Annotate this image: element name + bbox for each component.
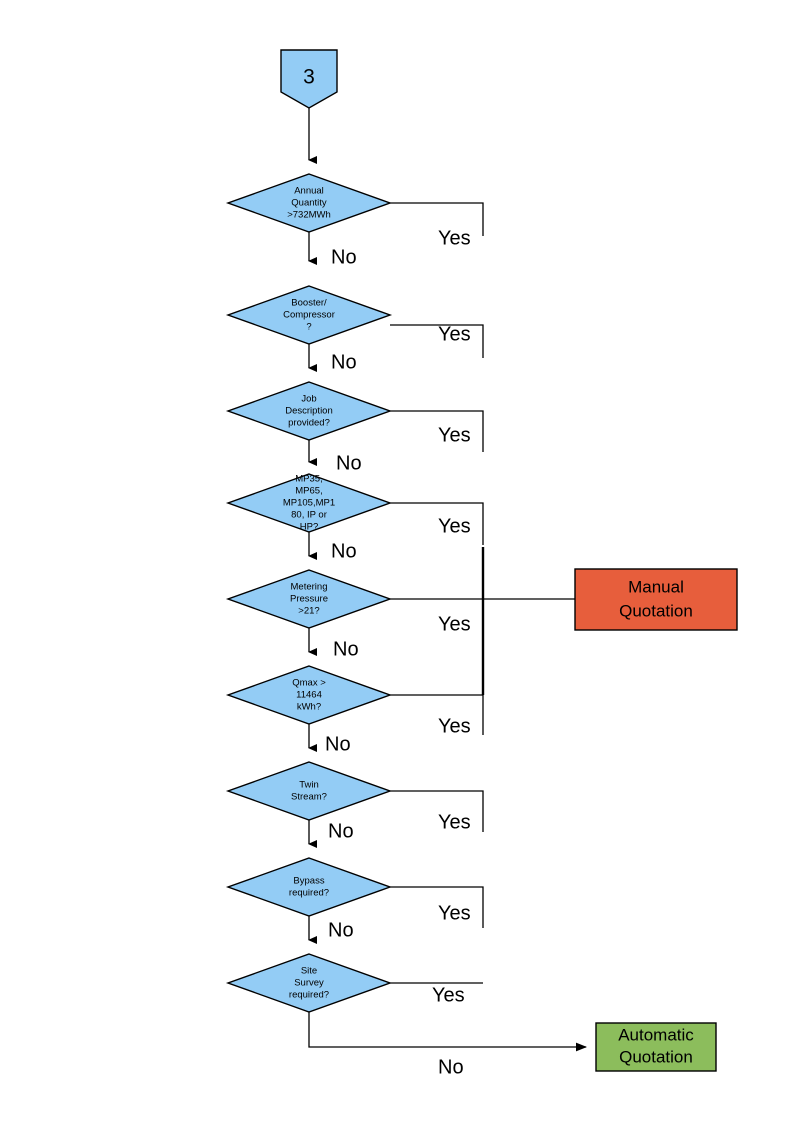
- terminal-manual-quotation-line-1: Quotation: [619, 601, 693, 620]
- decision-qmax-line-1: 11464: [296, 690, 322, 701]
- decision-qmax[interactable]: Qmax > 11464 kWh?: [225, 665, 393, 725]
- edge-label-twin-stream-no: No: [328, 820, 354, 842]
- edge-site-survey-no: [308, 1012, 587, 1052]
- decision-twin-stream[interactable]: Twin Stream?: [225, 761, 393, 821]
- edge-annual-quantity-yes: [390, 202, 484, 236]
- decision-qmax-line-0: Qmax >: [292, 678, 326, 689]
- edge-twin-stream-yes: [390, 790, 484, 832]
- decision-mp-type-line-1: MP65,: [295, 486, 322, 497]
- edge-label-bypass-yes: Yes: [438, 902, 471, 924]
- decision-booster-compressor-line-2: ?: [306, 322, 311, 333]
- edge-label-job-description-yes: Yes: [438, 424, 471, 446]
- decision-annual-quantity-line-0: Annual: [294, 186, 324, 197]
- edge-label-annual-quantity-no: No: [331, 246, 357, 268]
- decision-qmax-line-2: kWh?: [297, 702, 321, 713]
- terminal-manual-quotation-line-0: Manual: [628, 577, 684, 596]
- edge-label-booster-compressor-yes: Yes: [438, 323, 471, 345]
- edge-label-twin-stream-yes: Yes: [438, 811, 471, 833]
- decision-bypass[interactable]: Bypass required?: [225, 857, 393, 917]
- decision-site-survey-line-2: required?: [289, 990, 329, 1001]
- edge-label-mp-type-no: No: [331, 540, 357, 562]
- decision-job-description-line-0: Job: [301, 394, 316, 405]
- start-connector-label: 3: [303, 66, 315, 89]
- edge-bypass-yes: [390, 886, 484, 928]
- edge-label-booster-compressor-no: No: [331, 351, 357, 373]
- decision-booster-compressor-line-1: Compressor: [283, 310, 335, 321]
- decision-site-survey[interactable]: Site Survey required?: [225, 953, 393, 1013]
- edge-label-mp-type-yes: Yes: [438, 515, 471, 537]
- edge-mp-type-yes: [390, 502, 484, 545]
- decision-annual-quantity-line-1: Quantity: [291, 198, 327, 209]
- edge-label-metering-pressure-no: No: [333, 638, 359, 660]
- decision-mp-type-line-3: 80, IP or: [291, 510, 327, 521]
- decision-annual-quantity[interactable]: Annual Quantity >732MWh: [225, 173, 393, 233]
- terminal-automatic-quotation-line-1: Quotation: [619, 1047, 693, 1066]
- edge-label-bypass-no: No: [328, 919, 354, 941]
- edge-label-annual-quantity-yes: Yes: [438, 227, 471, 249]
- decision-mp-type-line-2: MP105,MP1: [283, 498, 335, 509]
- edge-job-description-yes: [390, 410, 484, 452]
- decision-bypass-line-0: Bypass: [293, 876, 324, 887]
- edge-label-job-description-no: No: [336, 452, 362, 474]
- decision-metering-pressure-line-1: Pressure: [290, 594, 328, 605]
- decision-mp-type-line-4: HP?: [300, 522, 318, 533]
- terminal-automatic-quotation[interactable]: Automatic Quotation: [595, 1022, 717, 1072]
- decision-annual-quantity-line-2: >732MWh: [287, 210, 331, 221]
- decision-booster-compressor[interactable]: Booster/ Compressor ?: [225, 285, 393, 345]
- edge-label-site-survey-no: No: [438, 1056, 464, 1078]
- decision-twin-stream-line-0: Twin: [299, 780, 319, 791]
- edge-label-site-survey-yes: Yes: [432, 984, 465, 1006]
- decision-metering-pressure-line-2: >21?: [298, 606, 319, 617]
- terminal-automatic-quotation-shape: [595, 1022, 717, 1072]
- decision-site-survey-line-0: Site: [301, 966, 317, 977]
- decision-twin-stream-line-1: Stream?: [291, 792, 327, 803]
- decision-metering-pressure[interactable]: Metering Pressure >21?: [225, 569, 393, 629]
- decision-mp-type[interactable]: MP35, MP65, MP105,MP1 80, IP or HP?: [225, 473, 393, 533]
- terminal-manual-quotation[interactable]: Manual Quotation: [574, 568, 738, 631]
- terminal-automatic-quotation-line-0: Automatic: [618, 1025, 694, 1044]
- start-connector-shape: [280, 49, 338, 109]
- decision-site-survey-line-1: Survey: [294, 978, 324, 989]
- edge-label-metering-pressure-yes: Yes: [438, 613, 471, 635]
- decision-booster-compressor-line-0: Booster/: [291, 298, 327, 309]
- decision-job-description-line-2: provided?: [288, 418, 330, 429]
- decision-job-description[interactable]: Job Description provided?: [225, 381, 393, 441]
- decision-metering-pressure-line-0: Metering: [291, 582, 328, 593]
- decision-bypass-line-1: required?: [289, 888, 329, 899]
- edge-label-qmax-yes: Yes: [438, 715, 471, 737]
- terminal-manual-quotation-shape: [574, 568, 738, 631]
- decision-mp-type-line-0: MP35,: [295, 474, 322, 485]
- start-connector-node[interactable]: 3: [280, 49, 338, 109]
- edge-label-qmax-no: No: [325, 733, 351, 755]
- edge-booster-compressor-yes: [390, 324, 484, 358]
- decision-job-description-line-1: Description: [285, 406, 333, 417]
